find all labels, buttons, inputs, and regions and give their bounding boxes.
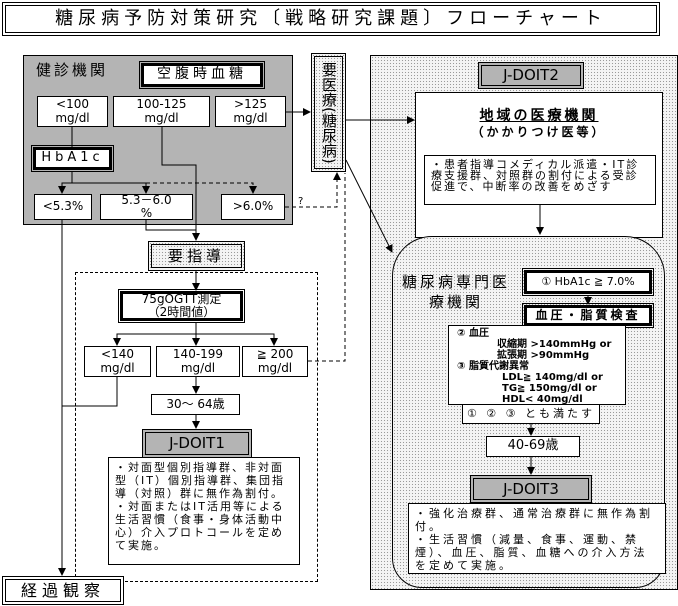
criteria-line: 拡張期 >90mmHg — [497, 350, 590, 361]
specialist-label: 糖尿病専門医療機関 — [401, 273, 510, 311]
jdoit2-text: ・患者指導コメディカル派遣・IT診療支援群、対照群の割付による受診促進で、中断率… — [424, 155, 656, 205]
hba1c: HbA1c — [31, 145, 114, 172]
hba1c-lt53: <5.3% — [34, 194, 92, 220]
ogtt-lt140: <140 mg/dl — [84, 346, 151, 377]
fpg-lt100: <100 mg/dl — [37, 96, 108, 127]
ogtt-title: 75gOGTT測定 — [141, 291, 222, 306]
all-criteria: ① ② ③ とも満たす — [462, 404, 600, 424]
criteria-line: ② 血圧 — [457, 328, 489, 339]
hba1c-53-60: 5.3－6.0 % — [100, 193, 193, 220]
hba1c-gt60: >6.0% — [221, 194, 285, 220]
criteria-box: ② 血圧 収縮期 >140mmHg or 拡張期 >90mmHg ③ 脂質代謝異… — [448, 325, 626, 405]
jdoit1-label: J-DOIT1 — [142, 429, 252, 458]
medical-care-required: 要医療(糖尿病) — [311, 53, 346, 172]
ogtt-box: 75gOGTT測定 （2時間値） — [118, 289, 245, 323]
ogtt-ge200: ≧ 200 mg/dl — [242, 346, 308, 377]
criteria-line: HDL< 40mg/dl — [502, 394, 583, 405]
age-30-64: 30～ 64歳 — [151, 394, 240, 415]
jdoit2-label: J-DOIT2 — [478, 62, 584, 89]
guidance-required: 要指導 — [148, 241, 245, 271]
bp-lipid-test: 血圧・脂質検査 — [522, 303, 654, 328]
criteria-line: LDL≧ 140mg/dl or — [502, 372, 603, 383]
criteria-line: TG≧ 150mg/dl or — [502, 383, 597, 394]
ogtt-sub: （2時間値） — [147, 305, 216, 319]
follow-up-observation: 経過観察 — [2, 576, 124, 605]
age-40-69: 40-69歳 — [486, 436, 580, 457]
fasting-glucose: 空腹時血糖 — [139, 61, 265, 89]
fpg-gt125: >125 mg/dl — [215, 96, 286, 127]
jdoit3-text: ・強化治療群、通常治療群に無作為割付。 ・生活習慣（減量、食事、運動、禁煙）、血… — [408, 503, 666, 574]
fpg-100-125: 100-125 mg/dl — [113, 96, 210, 127]
ogtt-140-199: 140-199 mg/dl — [156, 346, 240, 377]
local-clinic-title: 地域の医療機関 — [479, 108, 599, 124]
criteria-line: ③ 脂質代謝異常 — [457, 361, 529, 372]
hba1c-criterion: ① HbA1c ≧ 7.0% — [522, 268, 654, 296]
jdoit3-label: J-DOIT3 — [470, 475, 592, 503]
local-clinic-sub: （かかりつけ医等） — [471, 125, 607, 140]
title: 糖尿病予防対策研究〔戦略研究課題〕フローチャート — [2, 2, 660, 36]
question-mark: ? — [298, 196, 304, 207]
jdoit1-text: ・対面型個別指導群、非対面型（IT）個別指導群、集団指導（対照）群に無作為割付。… — [108, 457, 300, 565]
criteria-line: 収縮期 >140mmHg or — [497, 339, 612, 350]
